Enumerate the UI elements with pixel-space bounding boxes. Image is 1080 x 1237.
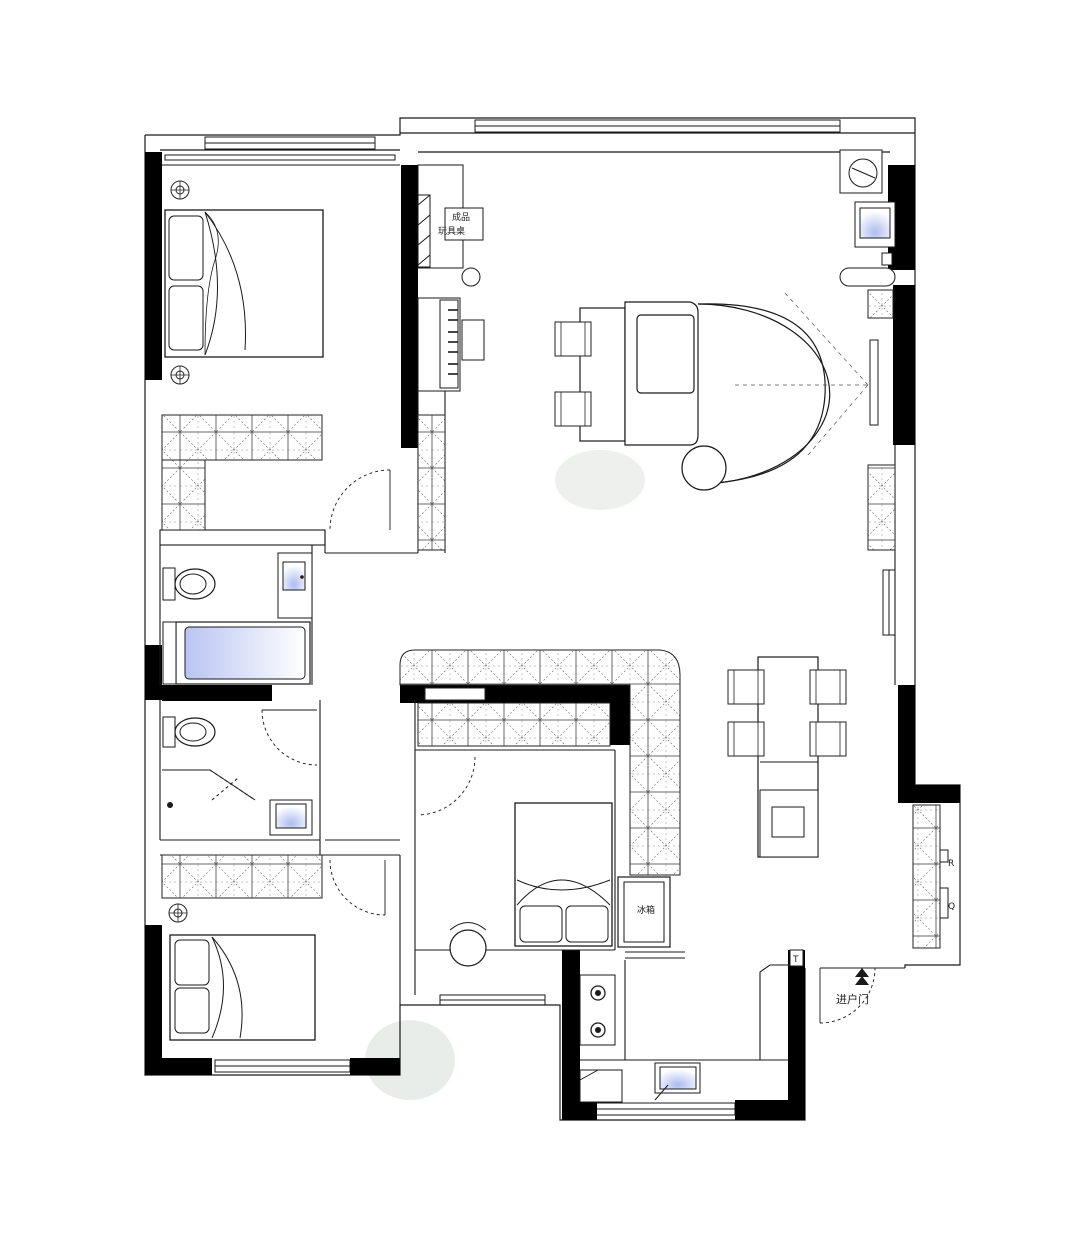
meter-box — [939, 887, 949, 919]
sink-icon — [269, 799, 313, 836]
tv-view-lines — [735, 292, 869, 456]
toilet-icon — [162, 567, 216, 601]
dining-table-icon — [757, 656, 819, 858]
toy-table-label-1: 成品 — [452, 211, 470, 223]
foliage-decoration — [365, 450, 645, 1100]
sink-icon — [277, 552, 313, 619]
cabinet-icon — [579, 1069, 623, 1103]
ledge — [839, 267, 896, 287]
piano-icon — [417, 297, 485, 392]
wardrobe-icon — [161, 289, 941, 949]
meter-q-label: Q — [948, 902, 955, 912]
kitchen-sink-icon — [654, 1062, 701, 1101]
socket-icon — [170, 365, 190, 385]
meter-r-label: R — [948, 859, 954, 869]
bathtub-icon — [162, 621, 311, 685]
washing-machine-icon — [839, 149, 883, 194]
meter-box — [939, 849, 949, 863]
toilet-icon — [162, 716, 216, 748]
fridge-icon — [617, 876, 671, 948]
stove-icon — [579, 974, 616, 1046]
bed-icon — [514, 802, 613, 947]
socket-icon — [168, 903, 188, 923]
meter-t-label: T — [792, 955, 799, 965]
chair-icon — [809, 721, 847, 757]
fridge-label: 冰箱 — [637, 904, 655, 916]
chair-icon — [554, 321, 592, 357]
socket-icon — [170, 180, 190, 200]
stool-icon — [449, 922, 487, 967]
meter-box — [789, 949, 804, 967]
door-swings — [261, 469, 876, 1024]
shower-icon — [162, 769, 256, 808]
toy-table-label-2: 玩具桌 — [438, 225, 465, 237]
entrance-label: 进户门 — [836, 992, 869, 1006]
tv-icon — [869, 339, 879, 426]
toy-table-icon — [417, 164, 484, 287]
chair-icon — [727, 669, 765, 705]
chair-icon — [809, 669, 847, 705]
entry-arrow-icon — [855, 968, 869, 985]
chair-icon — [554, 391, 592, 427]
bed-icon — [164, 209, 324, 358]
chair-icon — [727, 721, 765, 757]
bed-icon — [169, 934, 316, 1041]
sink-icon — [854, 201, 896, 266]
